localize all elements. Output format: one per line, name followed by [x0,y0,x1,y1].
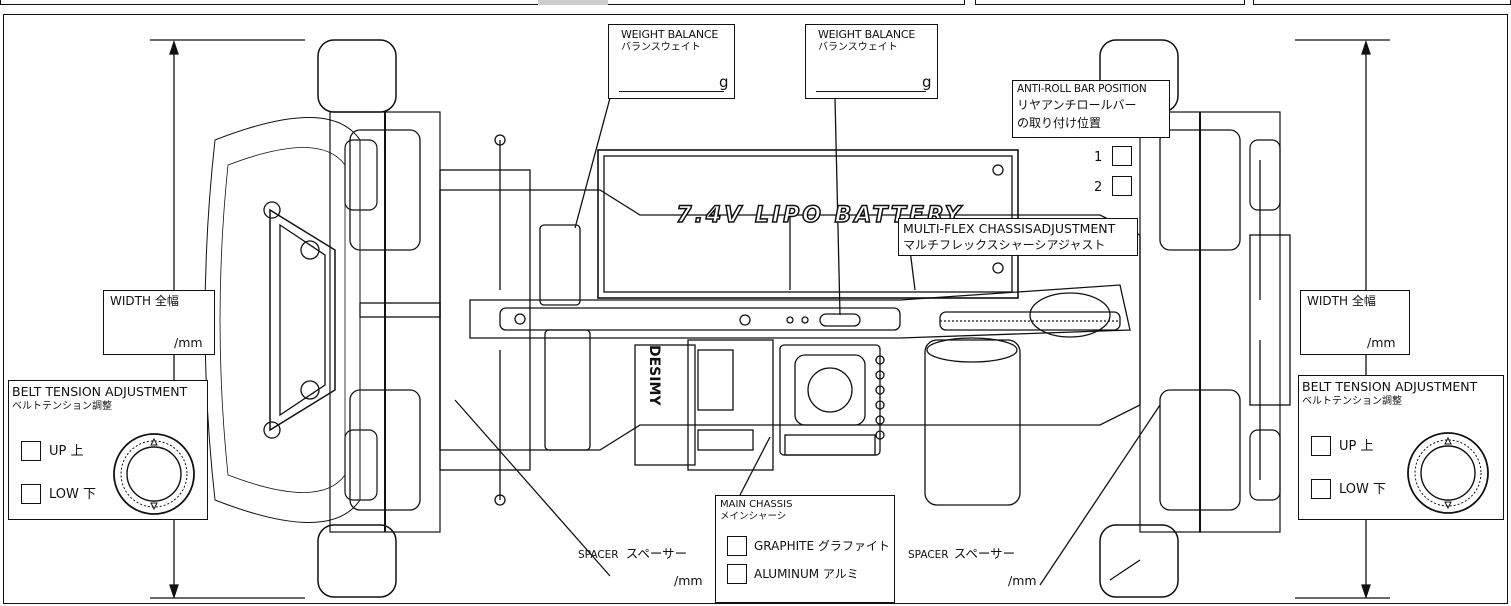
anti-roll-bar-box: ANTI-ROLL BAR POSITION リヤアンチロールバー の取り付け位… [1012,80,1170,138]
belt-tension-left-label-jp: ベルトテンション調整 [12,401,112,412]
belt-tension-left-low-label: LOW 下 [49,487,96,502]
main-chassis-label-en: MAIN CHASSIS [720,499,793,510]
belt-tension-left-up-checkbox[interactable] [21,441,41,461]
belt-tension-right-label-en: BELT TENSION ADJUSTMENT [1302,379,1478,394]
multi-flex-box: MULTI-FLEX CHASSISADJUSTMENT マルチフレックスシャー… [898,218,1138,256]
weight-balance-right-box: WEIGHT BALANCE バランスウェイト g [805,24,938,99]
belt-tension-left-up-label: UP 上 [49,444,84,459]
setup-sheet-frame [3,14,1508,604]
main-chassis-aluminum-checkbox[interactable] [727,564,747,584]
belt-tension-right-low-checkbox[interactable] [1311,479,1331,499]
main-chassis-graphite-label: GRAPHITE グラファイト [754,539,890,553]
anti-roll-bar-label-jp-2: の取り付け位置 [1017,116,1102,130]
anti-roll-bar-label-en: ANTI-ROLL BAR POSITION [1017,83,1147,95]
weight-balance-left-field[interactable] [619,67,724,92]
belt-tension-right-low-label: LOW 下 [1339,482,1386,497]
width-left-box: WIDTH 全幅 /mm [103,290,215,355]
spacer-left-group: SPACER スペーサー /mm [578,543,728,593]
spacer-left-unit: /mm [674,573,703,588]
spacer-left-label-en: SPACER [578,549,619,561]
weight-balance-left-label-jp: バランスウェイト [621,42,701,53]
esc-brand-label: DESIMY [646,345,662,406]
weight-balance-right-label-jp: バランスウェイト [818,42,898,53]
anti-roll-option-1-checkbox[interactable] [1112,146,1132,166]
anti-roll-option-1-label: 1 [1094,150,1103,165]
anti-roll-bar-label-jp-1: リヤアンチロールバー [1017,98,1137,112]
main-chassis-label-jp: メインシャーシ [720,511,787,522]
width-right-unit: /mm [1367,335,1396,350]
belt-tension-right-box: BELT TENSION ADJUSTMENT ベルトテンション調整 UP 上 … [1298,375,1504,520]
belt-tension-right-up-label: UP 上 [1339,439,1374,454]
main-chassis-box: MAIN CHASSIS メインシャーシ GRAPHITE グラファイト ALU… [715,495,895,603]
width-right-box: WIDTH 全幅 /mm [1300,290,1410,355]
width-right-label: WIDTH 全幅 [1307,294,1376,308]
weight-balance-left-unit: g [719,73,729,91]
spacer-right-label-jp: スペーサー [953,546,1016,561]
main-chassis-aluminum-label: ALUMINUM アルミ [754,567,859,581]
spacer-right-unit: /mm [1008,573,1037,588]
belt-tension-right-dial-icon[interactable] [1403,428,1493,518]
spacer-right-group: SPACER スペーサー /mm [908,543,1058,593]
width-left-unit: /mm [174,335,203,350]
weight-balance-left-box: WEIGHT BALANCE バランスウェイト g [608,24,735,99]
weight-balance-left-label-en: WEIGHT BALANCE [621,28,719,41]
width-left-label: WIDTH 全幅 [110,294,179,308]
spacer-left-label-jp: スペーサー [625,546,688,561]
belt-tension-left-label-en: BELT TENSION ADJUSTMENT [12,384,188,399]
multi-flex-label-jp: マルチフレックスシャーシアジャスト [903,238,1106,252]
belt-tension-right-label-jp: ベルトテンション調整 [1302,396,1402,407]
belt-tension-left-low-checkbox[interactable] [21,484,41,504]
width-left-field[interactable] [110,313,210,331]
belt-tension-left-box: BELT TENSION ADJUSTMENT ベルトテンション調整 UP 上 … [8,380,208,520]
battery-label: 7.4V LIPO BATTERY [676,203,963,228]
belt-tension-right-up-checkbox[interactable] [1311,436,1331,456]
anti-roll-option-2-label: 2 [1094,180,1103,195]
anti-roll-option-2-checkbox[interactable] [1112,176,1132,196]
belt-tension-left-dial-icon[interactable] [109,429,199,519]
multi-flex-label-en: MULTI-FLEX CHASSISADJUSTMENT [903,221,1116,236]
width-right-field[interactable] [1307,313,1405,331]
weight-balance-right-label-en: WEIGHT BALANCE [818,28,916,41]
weight-balance-right-field[interactable] [816,67,926,92]
spacer-right-label-en: SPACER [908,549,949,561]
main-chassis-graphite-checkbox[interactable] [727,536,747,556]
weight-balance-right-unit: g [922,73,932,91]
